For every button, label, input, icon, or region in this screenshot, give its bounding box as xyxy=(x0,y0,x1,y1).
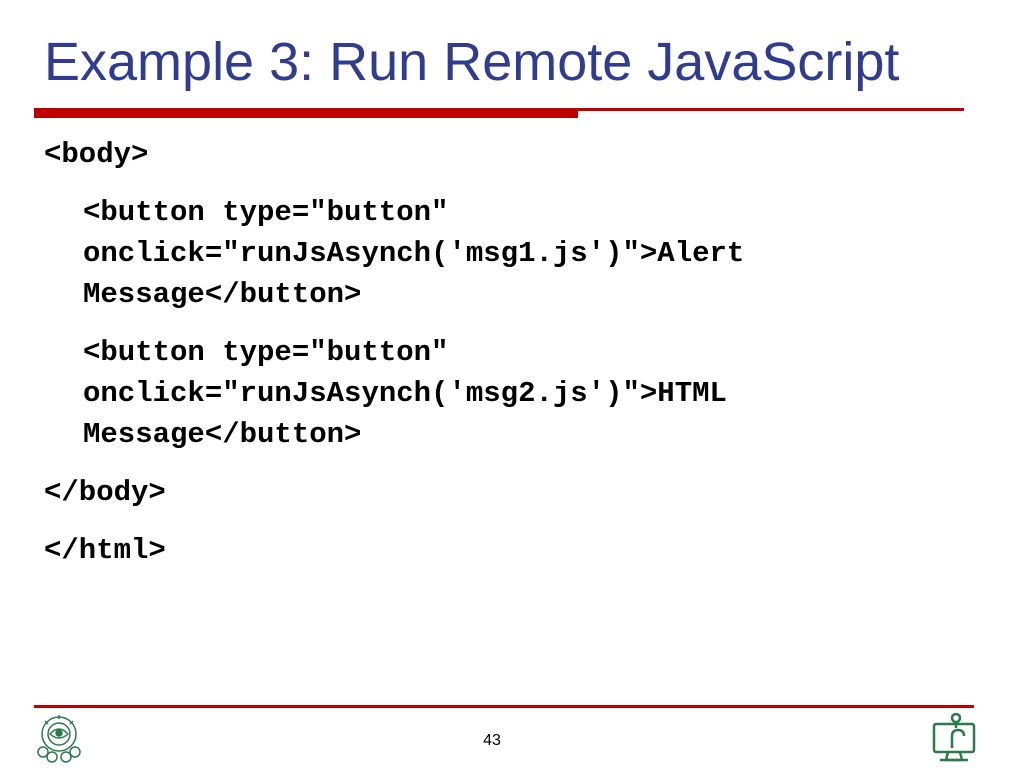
code-line-body-open: <body> xyxy=(44,138,149,171)
footer-rule xyxy=(34,705,974,708)
code-line-button1-close: Message</button> xyxy=(83,278,362,311)
title-underline-thin xyxy=(34,108,964,111)
university-emblem-icon xyxy=(37,715,81,763)
code-line-button2-close: Message</button> xyxy=(83,418,362,451)
code-line-button1-onclick: onclick="runJsAsynch('msg1.js')">Alert xyxy=(83,237,745,270)
code-block: <body> <button type="button" onclick="ru… xyxy=(44,134,984,571)
code-line-button1-open: <button type="button" xyxy=(83,196,449,229)
code-line-button2-open: <button type="button" xyxy=(83,336,449,369)
computer-department-icon xyxy=(932,712,976,762)
page-number: 43 xyxy=(483,732,501,749)
slide-title: Example 3: Run Remote JavaScript xyxy=(44,32,900,92)
code-line-html-close: </html> xyxy=(44,534,166,567)
title-underline-thick xyxy=(34,110,578,118)
code-line-body-close: </body> xyxy=(44,476,166,509)
code-line-button2-onclick: onclick="runJsAsynch('msg2.js')">HTML xyxy=(83,377,727,410)
